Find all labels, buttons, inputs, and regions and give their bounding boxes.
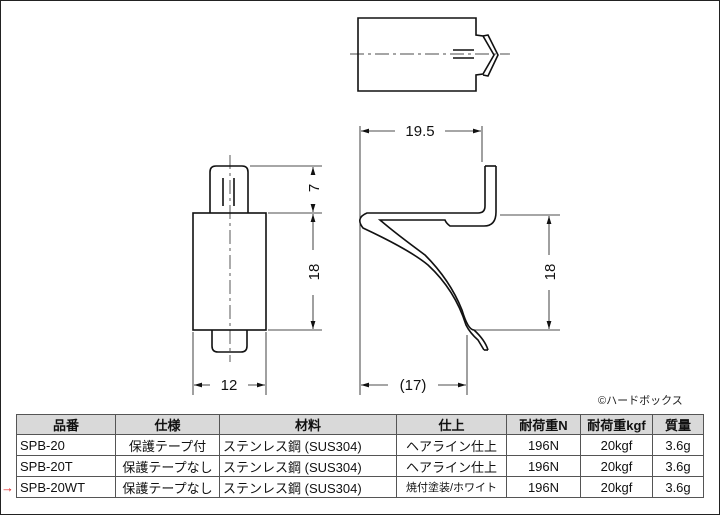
table-row: SPB-20 保護テープ付 ステンレス鋼 (SUS304) ヘアライン仕上 19… [16,434,704,456]
header-spec: 仕様 [115,414,220,435]
dim-top-pin: 7 [306,184,323,192]
cell-spec: 保護テープなし [115,476,220,498]
cell-load-n: 196N [506,476,581,498]
dim-reach: (17) [400,377,427,394]
header-material: 材料 [219,414,397,435]
table-header-row: 品番 仕様 材料 仕上 耐荷重N 耐荷重kgf 質量 [16,414,704,435]
side-view [359,165,497,351]
cell-material: ステンレス鋼 (SUS304) [219,434,397,456]
cell-load-kgf: 20kgf [580,455,653,477]
cell-material: ステンレス鋼 (SUS304) [219,455,397,477]
front-dimensions [192,165,322,395]
cell-material: ステンレス鋼 (SUS304) [219,476,397,498]
copyright-text: ©ハードボックス [598,395,683,407]
header-finish: 仕上 [396,414,507,435]
cell-mass: 3.6g [652,434,704,456]
header-part-number: 品番 [16,414,116,435]
cell-spec: 保護テープなし [115,455,220,477]
cell-mass: 3.6g [652,476,704,498]
table-row: SPB-20T 保護テープなし ステンレス鋼 (SUS304) ヘアライン仕上 … [16,455,704,477]
cell-part-number: SPB-20 [16,434,116,456]
cell-finish: ヘアライン仕上 [396,455,507,477]
dim-width: 12 [221,377,238,394]
cell-load-n: 196N [506,434,581,456]
cell-finish: 焼付塗装/ホワイト [396,476,507,498]
cell-spec: 保護テープ付 [115,434,220,456]
dim-body-height: 18 [306,264,323,281]
top-view [350,17,510,92]
spec-table: 品番 仕様 材料 仕上 耐荷重N 耐荷重kgf 質量 SPB-20 保護テープ付… [16,414,704,498]
cell-part-number: SPB-20T [16,455,116,477]
side-dimensions [359,126,560,395]
cell-load-kgf: 20kgf [580,434,653,456]
selected-row-arrow-icon: → [1,480,14,495]
cell-load-kgf: 20kgf [580,476,653,498]
cell-part-number: SPB-20WT [16,476,116,498]
header-load-n: 耐荷重N [506,414,581,435]
front-view [192,155,267,362]
dim-bracket-height: 18 [542,264,559,281]
cell-finish: ヘアライン仕上 [396,434,507,456]
cell-load-n: 196N [506,455,581,477]
header-load-kgf: 耐荷重kgf [580,414,653,435]
table-row: SPB-20WT 保護テープなし ステンレス鋼 (SUS304) 焼付塗装/ホワ… [16,476,704,498]
dim-depth: 19.5 [405,123,434,140]
header-mass: 質量 [652,414,704,435]
cell-mass: 3.6g [652,455,704,477]
